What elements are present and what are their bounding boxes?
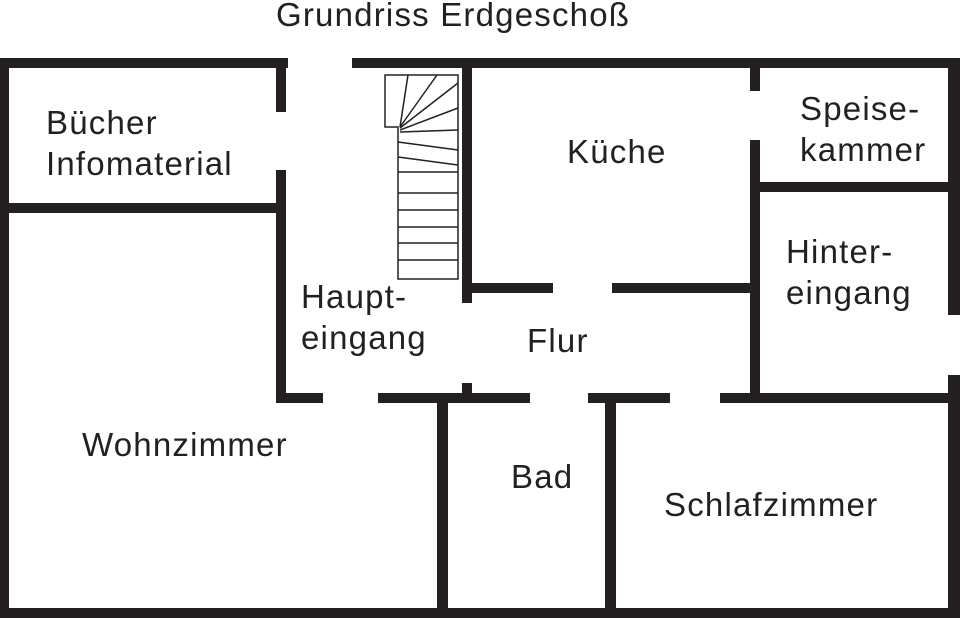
wall-buecher-east-upper	[276, 58, 286, 112]
wall-buecher-east-lower	[276, 170, 286, 403]
wall-outer-top-left	[0, 58, 288, 68]
wall-kueche-south-west	[462, 283, 553, 293]
room-label-wohnzimmer: Wohnzimmer	[82, 426, 288, 463]
room-label-hintereingang: Hinter- eingang	[786, 233, 912, 311]
wall-kueche-south-east	[612, 283, 752, 293]
wall-entry-south	[276, 393, 323, 403]
room-label-flur: Flur	[527, 322, 589, 359]
page-title: Grundriss Erdgeschoß	[276, 0, 631, 33]
wall-bad-east	[605, 393, 616, 618]
wall-buecher-south	[0, 203, 281, 213]
wall-stair-east	[462, 58, 472, 303]
room-label-schlafzimmer: Schlafzimmer	[664, 486, 879, 523]
room-label-bad: Bad	[511, 458, 574, 495]
wall-kueche-east-upper	[750, 58, 760, 91]
wall-kueche-east-lower	[750, 140, 760, 403]
room-label-kueche: Küche	[567, 133, 667, 170]
wall-outer-right-lower	[948, 375, 960, 618]
staircase-icon	[384, 74, 459, 280]
room-label-speisekammer: Speise- kammer	[800, 90, 927, 168]
wall-flur-south-east	[720, 393, 960, 403]
wall-flur-south-mid	[588, 393, 670, 403]
wall-outer-left	[0, 58, 9, 618]
wall-flur-door-jamb	[462, 383, 472, 395]
wall-flur-south-west	[378, 393, 530, 403]
wall-speisekammer-south	[750, 182, 960, 192]
wall-outer-top-right	[352, 58, 960, 68]
wall-bad-west	[437, 393, 448, 618]
wall-outer-bottom	[0, 608, 960, 618]
room-label-buecher: Bücher Infomaterial	[46, 104, 233, 182]
room-label-haupteingang: Haupt- eingang	[301, 278, 427, 356]
